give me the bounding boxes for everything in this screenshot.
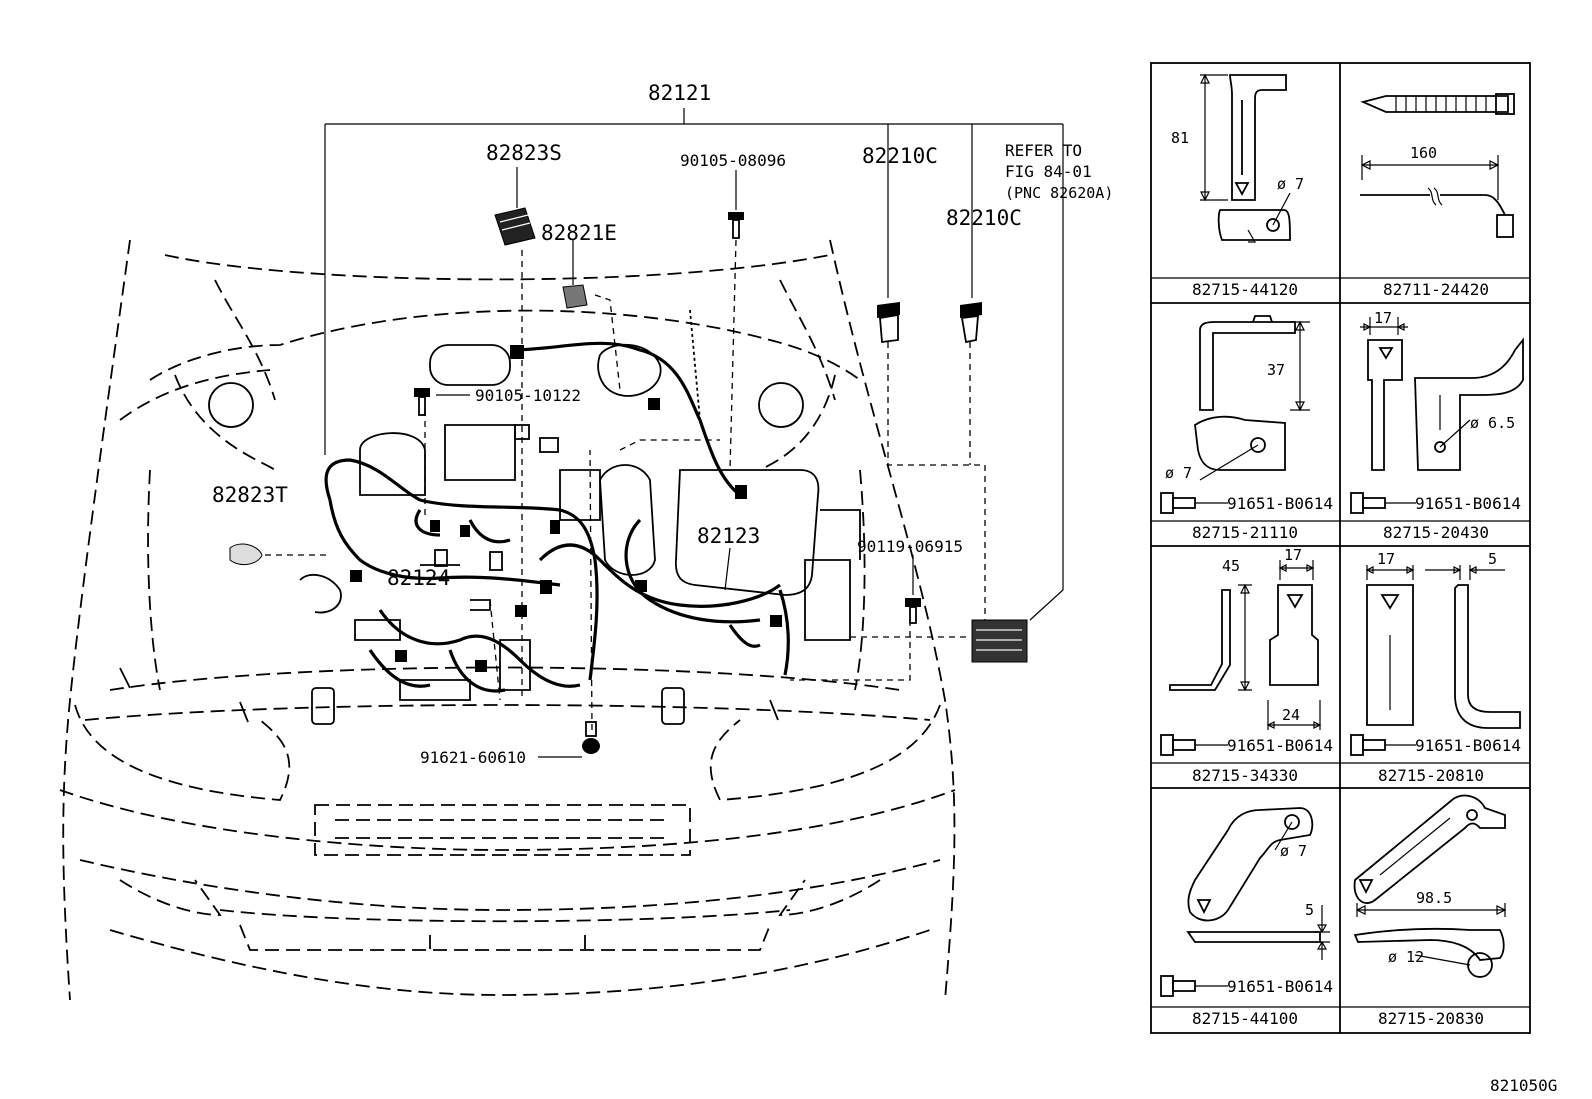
bolt-90105-10122-icon xyxy=(414,388,430,416)
part-82715-20810: 82715-20810 xyxy=(1378,766,1484,785)
clamp-82210c-left-icon xyxy=(877,302,900,344)
engine-harness-detail xyxy=(299,309,861,701)
panel-82715-20810: 17 5 91651-B0614 82715-20810 xyxy=(1350,550,1521,785)
label-91621-60610: 91621-60610 xyxy=(420,748,526,767)
dim-20830-length: 98.5 xyxy=(1416,889,1452,907)
part-82711-24420: 82711-24420 xyxy=(1383,280,1489,299)
bolt-20430-icon xyxy=(1350,492,1416,514)
dim-44120-length: 81 xyxy=(1171,129,1189,147)
label-82823s: 82823S xyxy=(486,141,562,165)
label-82210c-left: 82210C xyxy=(862,144,938,168)
grommet-91621-60610-icon xyxy=(582,721,600,754)
panel-82715-20830: 98.5 ø 12 82715-20830 xyxy=(1353,794,1507,1028)
label-82123: 82123 xyxy=(697,524,760,548)
panel-82715-44120: 81 ø 7 82715-44120 xyxy=(1171,73,1304,299)
dim-20810-width: 17 xyxy=(1377,550,1395,568)
part-82715-21110: 82715-21110 xyxy=(1192,523,1298,542)
label-82124: 82124 xyxy=(387,566,450,590)
clamp-82210c-right-icon xyxy=(960,302,982,344)
label-90105-10122: 90105-10122 xyxy=(475,386,581,405)
panel-82715-34330: 45 17 24 91651-B0614 82715-34330 xyxy=(1160,546,1333,785)
dim-34330-height: 45 xyxy=(1222,557,1240,575)
dim-20830-hole: ø 12 xyxy=(1388,948,1424,966)
bolt-34330-icon xyxy=(1160,734,1228,756)
label-90119-06915: 90119-06915 xyxy=(857,537,963,556)
panel-82715-21110: 37 ø 7 91651-B0614 82715-21110 xyxy=(1160,315,1333,542)
dim-21110-hole: ø 7 xyxy=(1165,464,1192,482)
part-82715-44120: 82715-44120 xyxy=(1192,280,1298,299)
panel-82715-20430: 17 ø 6.5 91651-B0614 82715-20430 xyxy=(1350,309,1524,542)
diagram-labels: 82121 82823S 90105-08096 82210C REFER TO… xyxy=(212,81,1557,1095)
dim-20430-hole: ø 6.5 xyxy=(1470,414,1515,432)
dim-24420-length: 160 xyxy=(1410,144,1437,162)
dim-21110-height: 37 xyxy=(1267,361,1285,379)
label-refer-pnc: (PNC 82620A) xyxy=(1005,184,1113,202)
label-82121: 82121 xyxy=(648,81,711,105)
figure-code: 821050G xyxy=(1490,1076,1557,1095)
connector-82821e-icon xyxy=(562,284,588,309)
bolt-21110: 91651-B0614 xyxy=(1227,494,1333,513)
part-82715-34330: 82715-34330 xyxy=(1192,766,1298,785)
connector-82823s-icon xyxy=(494,207,536,246)
dim-20430-width: 17 xyxy=(1374,309,1392,327)
dim-44120-hole: ø 7 xyxy=(1277,175,1304,193)
dim-34330-top-width: 17 xyxy=(1284,546,1302,564)
part-icons xyxy=(229,207,1028,754)
label-refer-to: REFER TO xyxy=(1005,141,1082,160)
label-82823t: 82823T xyxy=(212,483,288,507)
dim-44100-thickness: 5 xyxy=(1305,901,1314,919)
bolt-20430: 91651-B0614 xyxy=(1415,494,1521,513)
part-82715-20430: 82715-20430 xyxy=(1383,523,1489,542)
dim-20810-thickness: 5 xyxy=(1488,550,1497,568)
bolt-21110-icon xyxy=(1160,492,1228,514)
junction-block-icon xyxy=(971,619,1028,663)
bolt-20810-icon xyxy=(1350,734,1416,756)
label-82210c-right: 82210C xyxy=(946,206,1022,230)
bolt-44100-icon xyxy=(1160,975,1228,997)
parts-table: 81 ø 7 82715-44120 160 82711-24420 xyxy=(1150,62,1531,1034)
car-body-outline xyxy=(59,239,956,1001)
bolt-90105-08096-icon xyxy=(728,212,744,239)
dim-44100-hole: ø 7 xyxy=(1280,842,1307,860)
label-82821e: 82821E xyxy=(541,221,617,245)
part-82715-44100: 82715-44100 xyxy=(1192,1009,1298,1028)
part-82715-20830: 82715-20830 xyxy=(1378,1009,1484,1028)
plug-82823t-icon xyxy=(229,543,263,566)
bolt-20810: 91651-B0614 xyxy=(1415,736,1521,755)
panel-82715-44100: ø 7 5 91651-B0614 82715-44100 xyxy=(1160,807,1333,1028)
bolt-90119-06915-icon xyxy=(905,598,921,624)
dim-34330-bottom-width: 24 xyxy=(1282,706,1300,724)
bolt-34330: 91651-B0614 xyxy=(1227,736,1333,755)
label-refer-fig: FIG 84-01 xyxy=(1005,162,1092,181)
label-90105-08096: 90105-08096 xyxy=(680,151,786,170)
bolt-44100: 91651-B0614 xyxy=(1227,977,1333,996)
leader-lines xyxy=(265,108,1064,758)
panel-82711-24420: 160 82711-24420 xyxy=(1360,93,1515,299)
